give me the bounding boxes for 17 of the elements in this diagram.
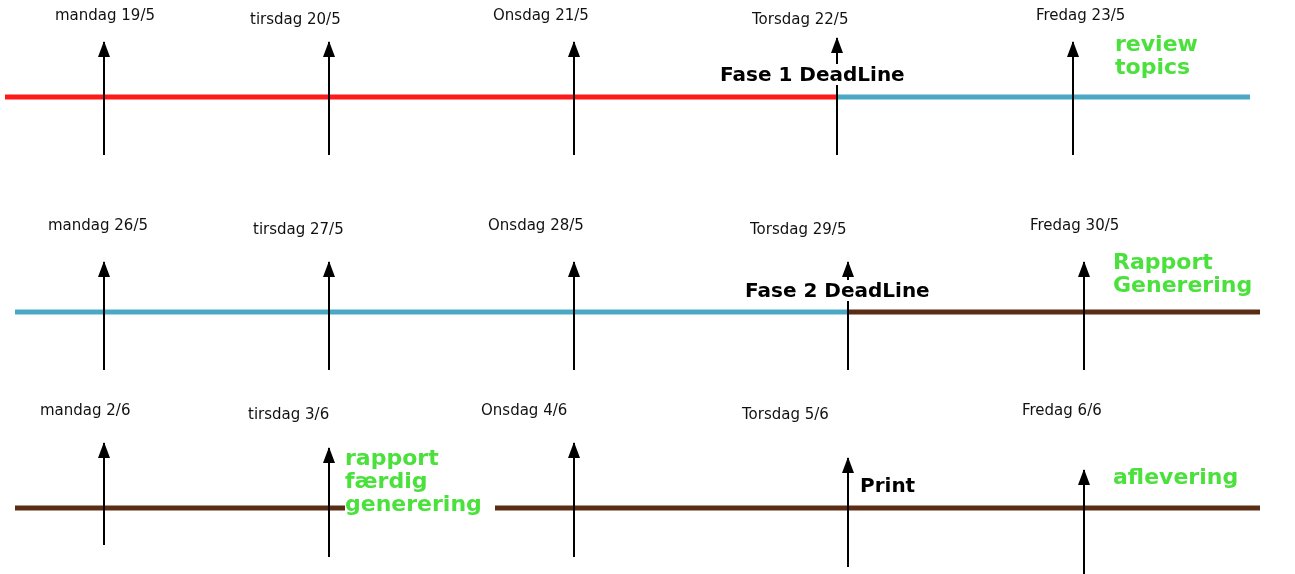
milestone-label: Fase 1 DeadLine [720, 64, 905, 85]
day-label: Fredag 6/6 [1022, 403, 1102, 419]
day-label: Torsdag 29/5 [750, 222, 847, 238]
day-label: tirsdag 3/6 [248, 407, 330, 423]
day-label: Fredag 23/5 [1036, 8, 1126, 24]
day-label: Torsdag 5/6 [742, 407, 829, 423]
day-label: tirsdag 27/5 [253, 222, 344, 238]
day-label: Onsdag 21/5 [493, 8, 589, 24]
day-label: Onsdag 4/6 [481, 403, 568, 419]
day-label: tirsdag 20/5 [250, 12, 341, 28]
day-label: Torsdag 22/5 [752, 12, 849, 28]
milestone-label: Fase 2 DeadLine [745, 280, 930, 301]
day-label: mandag 2/6 [40, 403, 131, 419]
day-label: mandag 19/5 [55, 8, 155, 24]
day-label: Onsdag 28/5 [488, 218, 584, 234]
day-label: mandag 26/5 [48, 218, 148, 234]
day-label: Fredag 30/5 [1030, 218, 1120, 234]
